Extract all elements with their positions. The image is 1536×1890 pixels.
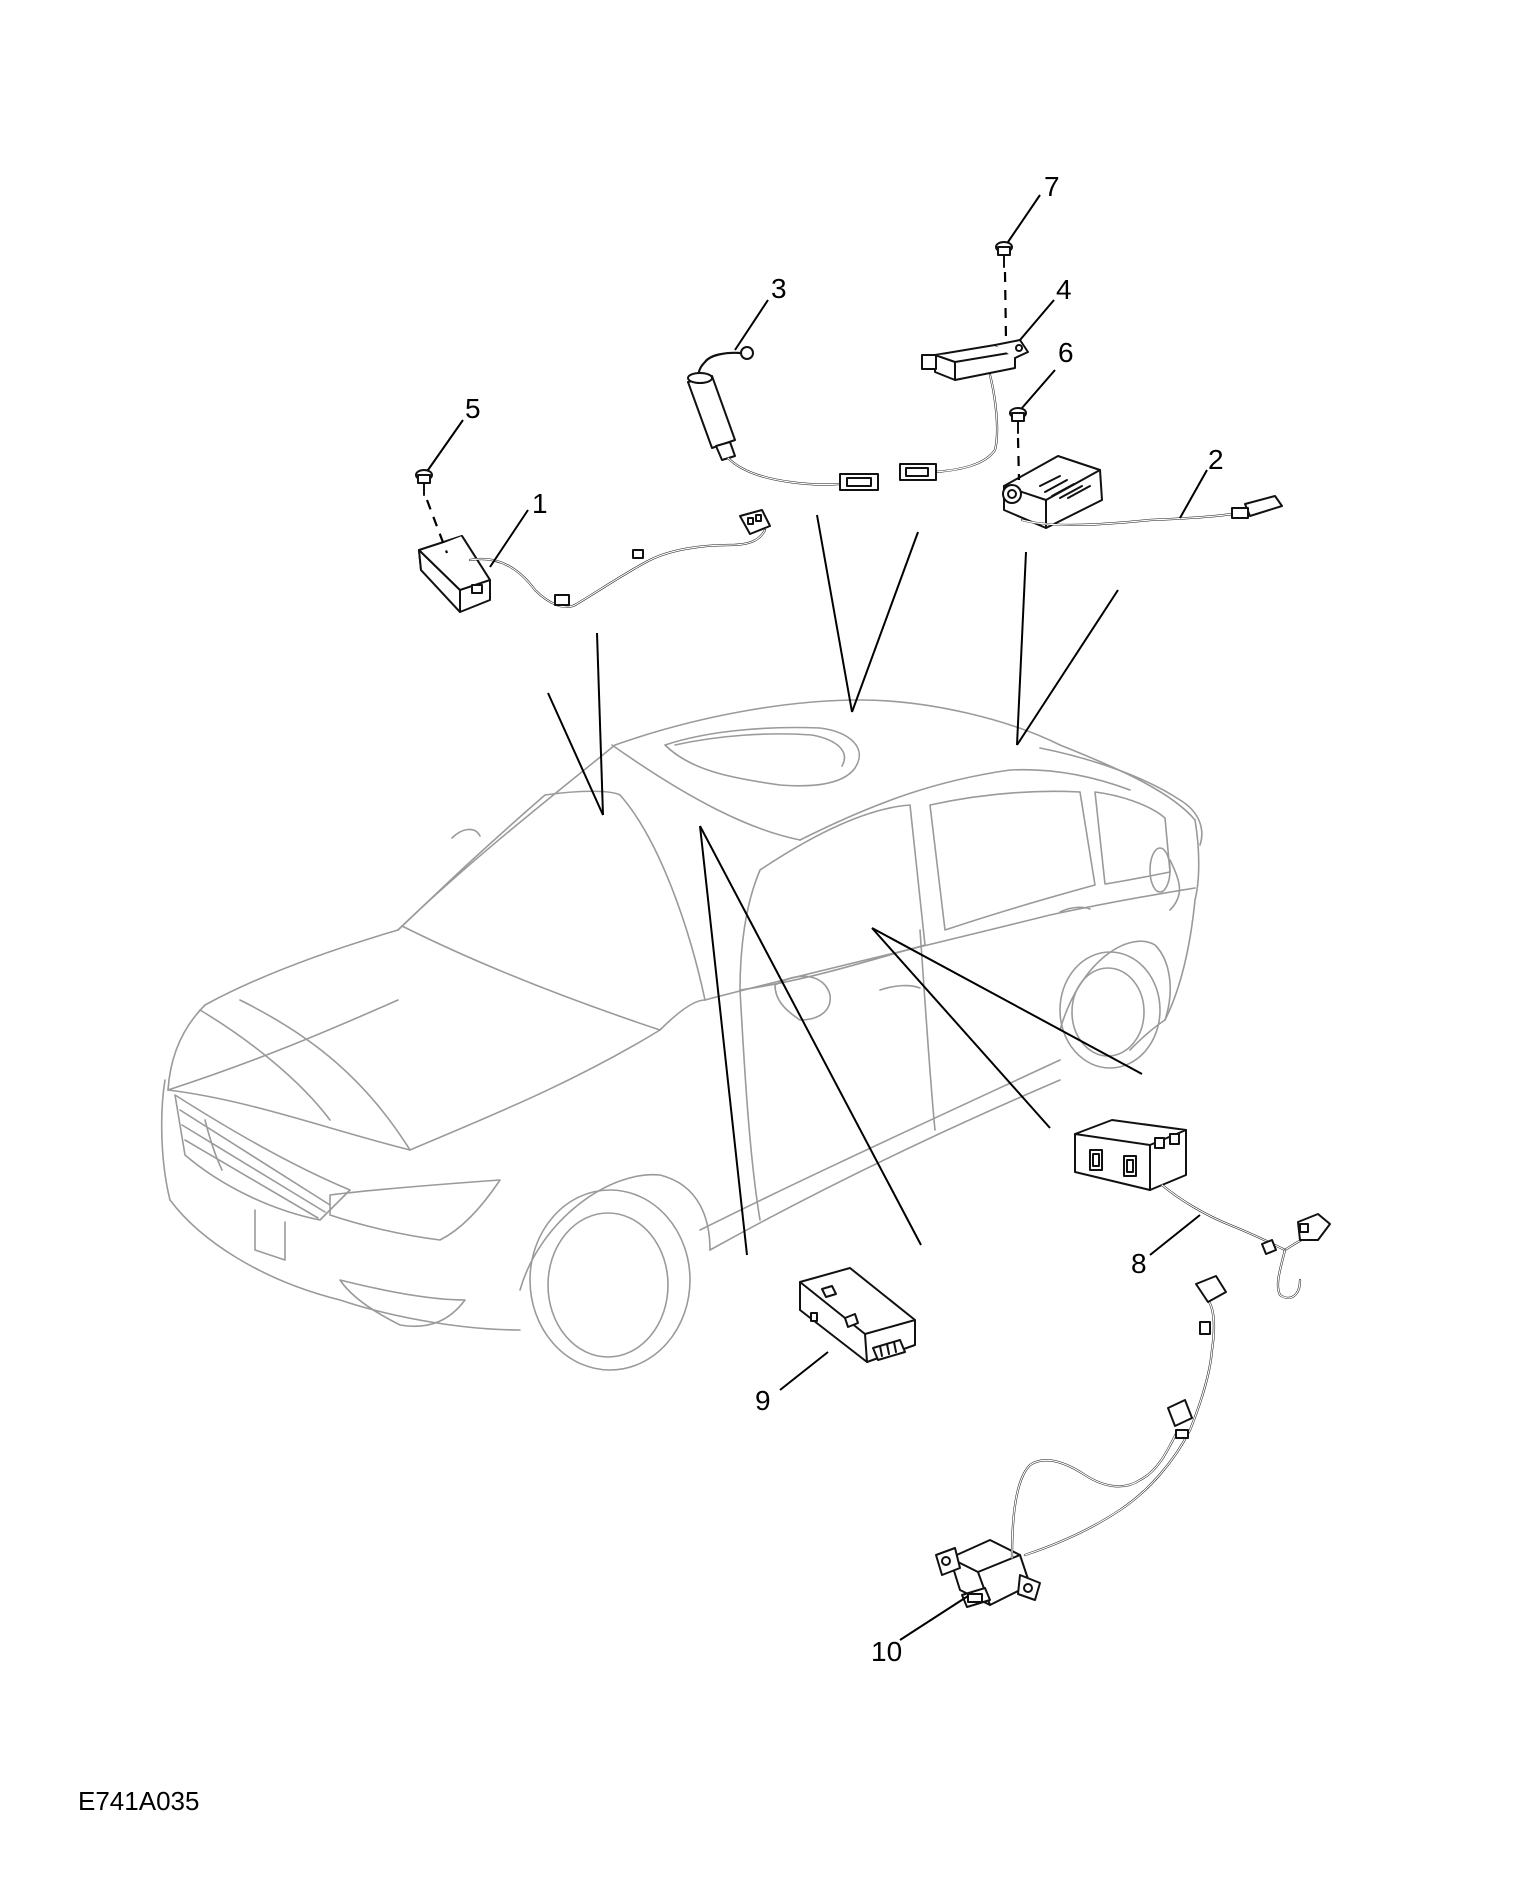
- part-2-module-cable: [1002, 455, 1283, 529]
- location-pointer-lines: [547, 514, 1143, 1256]
- figure-code: E741A035: [78, 1786, 199, 1816]
- callout-10: 10: [871, 1636, 902, 1667]
- vehicle-outline: [160, 699, 1203, 1371]
- callout-4: 4: [1056, 274, 1072, 305]
- callout-9: 9: [755, 1385, 771, 1416]
- callout-5: 5: [465, 393, 481, 424]
- part-6-screw: [1009, 407, 1027, 434]
- part-9-usb-module: [799, 1267, 916, 1363]
- part-10-usb-socket-harness: [935, 1275, 1227, 1608]
- part-5-screw: [415, 469, 433, 496]
- part-3-cable-assembly: [687, 346, 879, 491]
- part-7-screw: [995, 241, 1013, 268]
- part-4-bracket-module: [899, 339, 1029, 481]
- part-2-vents: [1039, 475, 1091, 499]
- callout-1: 1: [532, 488, 548, 519]
- fastener-axis-lines: [425, 271, 1021, 554]
- callout-7: 7: [1044, 171, 1060, 202]
- callout-leader-lines: [427, 194, 1208, 1641]
- callout-8: 8: [1131, 1248, 1147, 1279]
- part-1-module-harness: [418, 509, 771, 613]
- callout-3: 3: [771, 273, 787, 304]
- callout-2: 2: [1208, 444, 1224, 475]
- callout-6: 6: [1058, 337, 1074, 368]
- callout-numbers: 1 2 3 4 5 6 7 8 9 10: [465, 171, 1224, 1667]
- part-8-usb-socket-harness: [1074, 1119, 1331, 1299]
